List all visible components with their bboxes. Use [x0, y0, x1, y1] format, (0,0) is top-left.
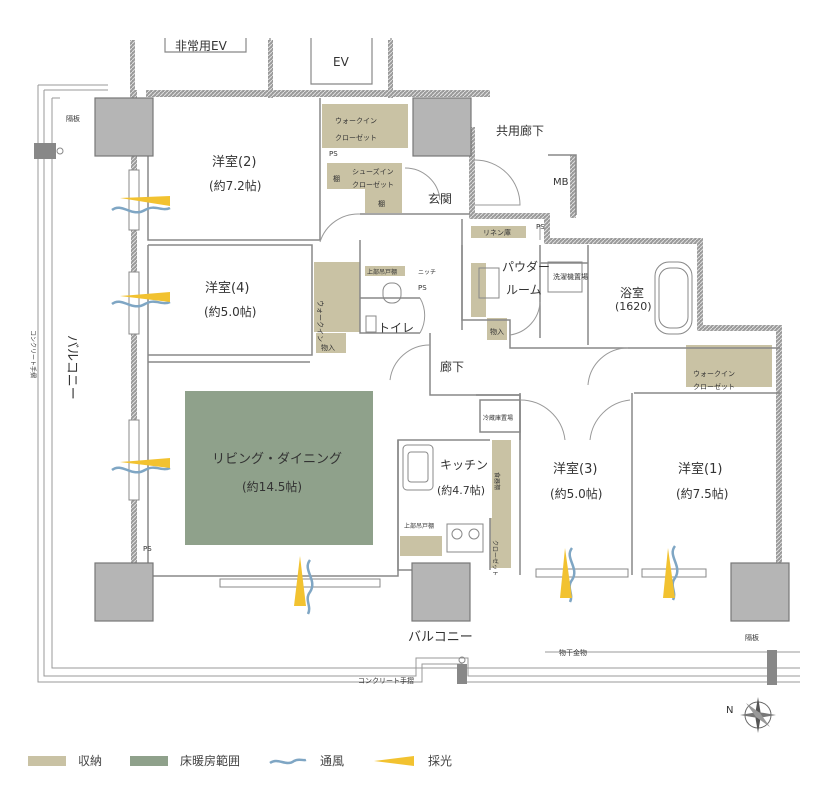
wic-right-label-2: クローゼット [693, 382, 735, 391]
upper-cabinet-label-1: 上部吊戸棚 [367, 268, 397, 276]
hall-wall-left [130, 40, 135, 98]
shoes-in-label-2: クローゼット [352, 180, 394, 189]
hall-wall-right [388, 40, 393, 98]
partition-label-bottom: 隔板 [745, 633, 759, 642]
wind-icon [269, 757, 307, 764]
balcony-bottom-label: バルコニー [408, 630, 473, 645]
legend-item-sunlight: 採光 [372, 752, 452, 769]
storage-swatch [28, 755, 66, 766]
partition-block-left [34, 143, 56, 159]
shelf-label-1: 棚 [333, 174, 340, 183]
columns [94, 97, 790, 622]
bath-size: (1620) [615, 300, 652, 313]
sunlight-markers [120, 196, 675, 606]
legend-label-storage: 収納 [78, 754, 103, 768]
storage-label-1: 物入 [321, 343, 335, 352]
niche-label: ニッチ [418, 269, 436, 276]
compass-north-label: N [726, 705, 733, 716]
toilet-label: トイレ [378, 321, 414, 335]
ps-label-1: PS [329, 150, 338, 158]
door-swings [319, 159, 631, 441]
ps-label-4: PS [143, 545, 152, 553]
ps-label-3: PS [418, 284, 427, 292]
corridor-label: 廊下 [440, 359, 464, 374]
powder-room-label-2: ルーム [506, 283, 542, 297]
compass-icon [740, 697, 776, 733]
legend-label-sunlight: 採光 [428, 754, 453, 768]
fixtures [365, 261, 693, 553]
floor-heating-swatch [130, 755, 169, 766]
kitchen-label: キッチン [440, 458, 488, 472]
bedroom2-size: (約7.2帖) [209, 178, 261, 193]
partition-block-right [767, 650, 777, 685]
bath-label: 浴室 [620, 285, 644, 300]
concrete-rail-side-label: コンクリート手摺 [29, 330, 37, 378]
balcony-side-label: バルコニー [64, 335, 79, 400]
legend-item-floor-heating: 床暖房範囲 [130, 752, 240, 769]
sunlight-icon [374, 755, 415, 766]
legend: 収納 床暖房範囲 通風 採光 [28, 752, 480, 769]
bedroom3-size: (約5.0帖) [550, 486, 602, 501]
shelf-label-2: 棚 [378, 199, 385, 208]
mb-label: MB [553, 177, 569, 188]
wic-top-label-1: ウォークイン [335, 117, 377, 125]
partition-label-top: 隔板 [66, 114, 80, 123]
cupboard-label: 食器棚 [493, 472, 501, 490]
storage-areas [314, 104, 772, 568]
entrance-label: 玄関 [428, 191, 452, 206]
laundry-hardware-label: 物干金物 [559, 648, 587, 657]
partition-pin-left [56, 147, 64, 155]
common-corridor-label: 共用廊下 [496, 123, 544, 138]
linen-label: リネン庫 [483, 228, 511, 237]
floor-heating-area [185, 391, 373, 545]
emergency-ev-label: 非常用EV [175, 39, 228, 53]
kitchen-closet-label: クローゼット [491, 540, 499, 576]
washer-label: 洗濯機置場 [553, 272, 588, 281]
legend-label-wind: 通風 [320, 754, 345, 768]
legend-item-wind: 通風 [268, 752, 344, 769]
living-dining-label: リビング・ダイニング [212, 452, 342, 467]
partition-block-bottom [457, 664, 467, 684]
legend-item-storage: 収納 [28, 752, 102, 769]
wic-right-label-1: ウォークイン [693, 370, 735, 378]
hall-wall-mid [268, 40, 273, 98]
bedroom4-size: (約5.0帖) [204, 304, 256, 319]
partition-pin-bottom [458, 656, 466, 664]
upper-cabinet-label-2: 上部吊戸棚 [404, 522, 434, 530]
wic-left-label: ウォークイン [316, 300, 324, 342]
wic-top-label-2: クローゼット [335, 133, 377, 142]
powder-room-label-1: パウダー [502, 259, 550, 274]
fridge-label: 冷蔵庫置場 [483, 414, 513, 422]
ps-label-2: PS [536, 223, 545, 231]
shoes-in-label-1: シューズイン [352, 167, 394, 176]
storage-label-2: 物入 [490, 327, 504, 336]
kitchen-size: (約4.7帖) [437, 483, 485, 497]
legend-label-floor-heating: 床暖房範囲 [180, 754, 241, 768]
living-dining-size: (約14.5帖) [242, 479, 302, 494]
bedroom4-label: 洋室(4) [205, 280, 249, 296]
bedroom3-label: 洋室(3) [553, 461, 597, 477]
ev-label: EV [333, 55, 350, 69]
bedroom1-label: 洋室(1) [678, 461, 722, 477]
elevator-hall [132, 38, 392, 98]
bedroom2-label: 洋室(2) [212, 154, 256, 170]
bedroom1-size: (約7.5帖) [676, 486, 728, 501]
concrete-rail-bottom-label: コンクリート手摺 [358, 676, 414, 685]
